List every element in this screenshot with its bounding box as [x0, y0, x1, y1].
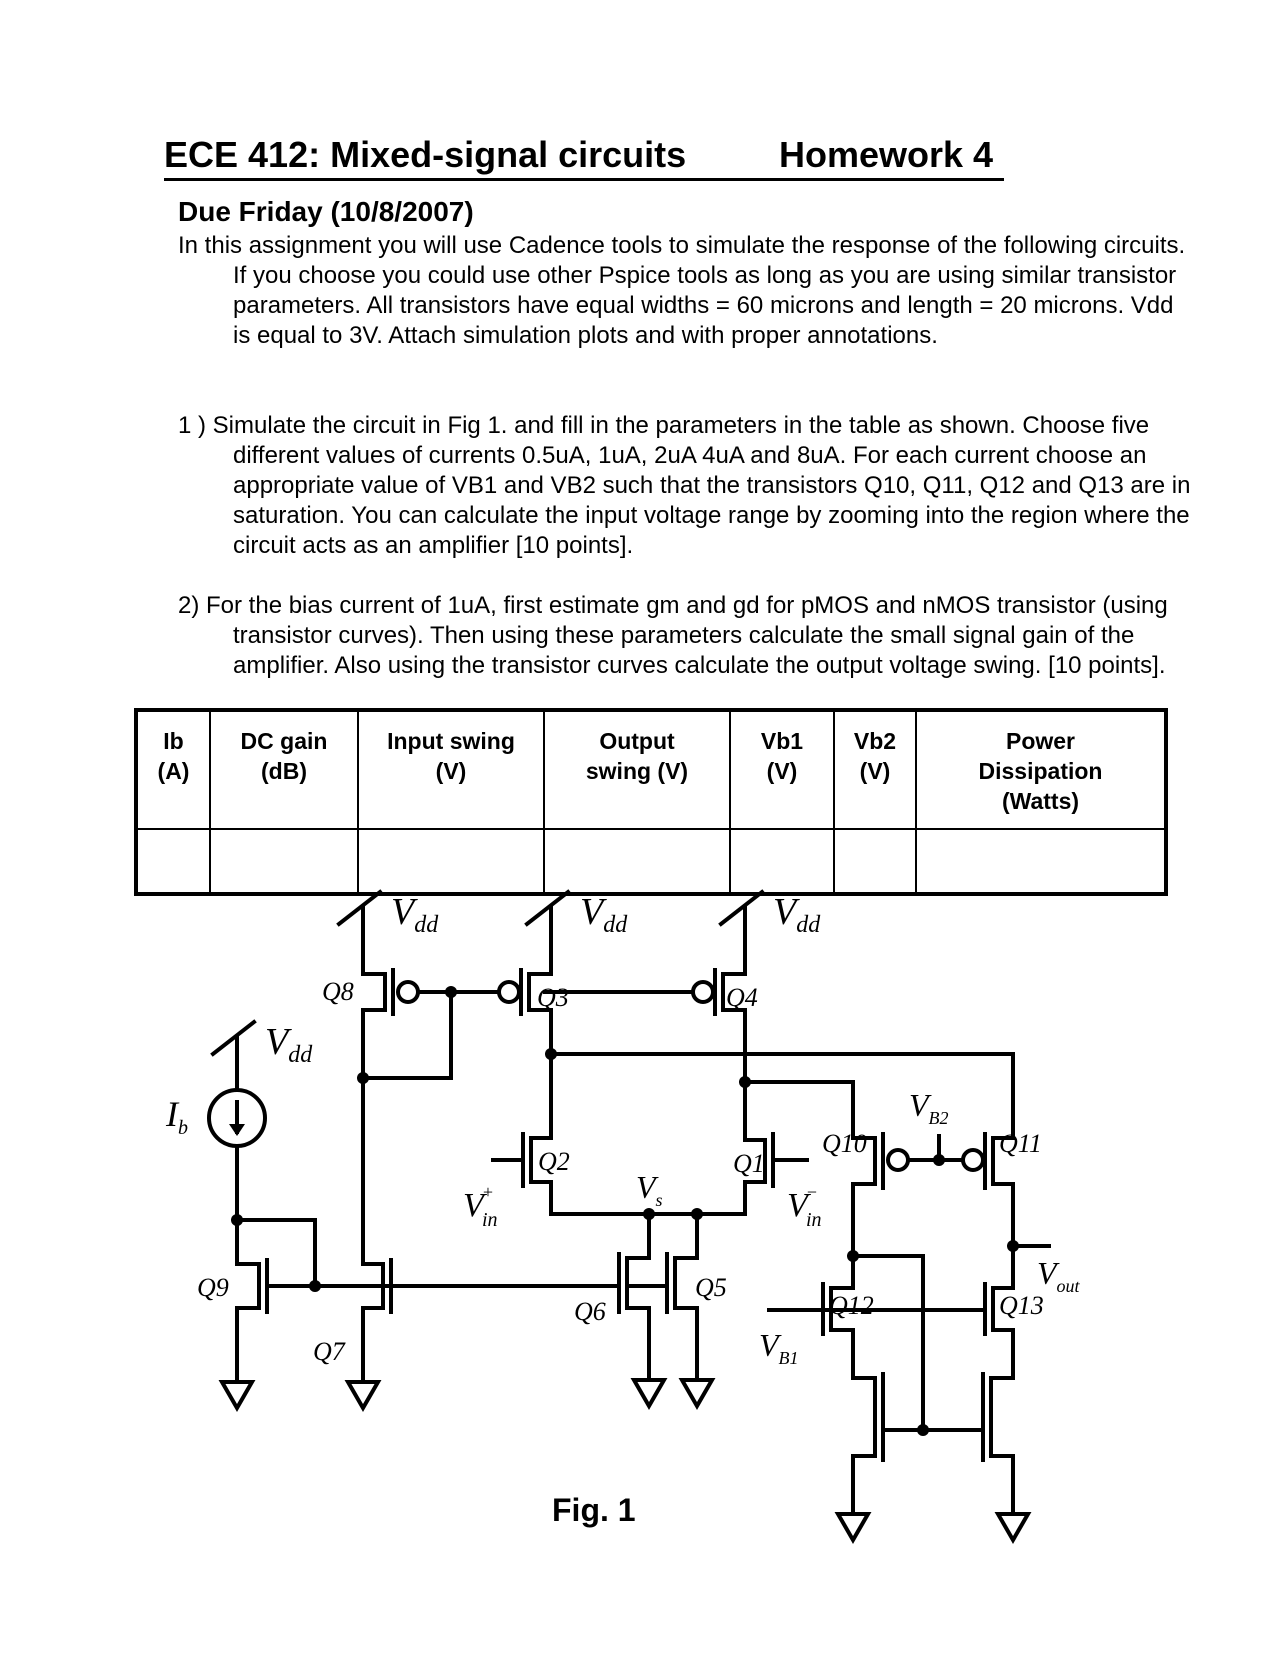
homework-title: Homework 4	[779, 134, 994, 175]
transistor-q8	[361, 968, 420, 1144]
table-cell[interactable]	[357, 828, 545, 895]
label-vdd: Vdd	[265, 1021, 313, 1068]
label-q1: Q1	[733, 1149, 765, 1178]
label-q6: Q6	[574, 1297, 606, 1326]
question-1: 1 ) Simulate the circuit in Fig 1. and f…	[178, 412, 1191, 559]
vdd-rail-2	[524, 889, 571, 976]
label-q12: Q12	[829, 1291, 874, 1320]
table-row	[135, 828, 1167, 895]
label-vb1: VB1	[759, 1327, 799, 1368]
transistor-q6	[617, 1252, 651, 1342]
table-cell[interactable]	[209, 828, 359, 895]
title-row: ECE 412: Mixed-signal circuits Homework …	[164, 132, 1004, 181]
transistor-q1	[743, 1132, 809, 1216]
label-q9: Q9	[197, 1273, 229, 1302]
header-input-swing: Input swing(V)	[357, 709, 545, 830]
transistor-q4	[691, 968, 747, 1142]
label-q4: Q4	[726, 983, 758, 1012]
label-q2: Q2	[538, 1147, 570, 1176]
vdd-rail-1	[336, 889, 383, 976]
label-vdd: Vdd	[391, 891, 439, 938]
label-ib: Ib	[165, 1094, 188, 1139]
vdd-rail-ib	[210, 1019, 257, 1082]
ground-symbol	[218, 1338, 256, 1413]
label-vdd: Vdd	[773, 891, 821, 938]
ground-symbol	[344, 1338, 382, 1413]
vdd-rail-3	[718, 889, 765, 976]
label-q3: Q3	[537, 983, 569, 1012]
label-q8: Q8	[322, 977, 354, 1006]
transistor-q11	[961, 1132, 1015, 1290]
transistor-q7	[361, 1140, 393, 1342]
current-source-ib	[207, 1078, 267, 1222]
label-vout: Vout	[1037, 1255, 1081, 1296]
transistor-q3	[497, 968, 553, 1112]
label-q10: Q10	[822, 1129, 867, 1158]
label-q5: Q5	[695, 1273, 727, 1302]
label-vin-minus: V−in	[787, 1182, 822, 1231]
transistor-q2	[491, 1108, 553, 1216]
table-cell[interactable]	[833, 828, 917, 895]
transistor-mirror-right	[981, 1372, 1015, 1492]
ground-symbol	[834, 1488, 872, 1545]
transistor-q5	[665, 1252, 699, 1342]
transistor-mirror-left	[851, 1372, 885, 1492]
header-dc-gain: DC gain(dB)	[209, 709, 359, 830]
label-vs: Vs	[636, 1169, 663, 1210]
header-vb1: Vb1(V)	[729, 709, 835, 830]
due-date: Due Friday (10/8/2007)	[178, 196, 474, 227]
header-vb2: Vb2(V)	[833, 709, 917, 830]
label-q13: Q13	[999, 1291, 1044, 1320]
table-cell[interactable]	[135, 828, 211, 895]
label-q11: Q11	[999, 1129, 1042, 1158]
label-q7: Q7	[313, 1337, 346, 1366]
figure-caption: Fig. 1	[552, 1492, 636, 1528]
transistor-q13	[983, 1282, 1015, 1380]
ground-symbol	[994, 1488, 1032, 1545]
circuit-schematic: Vdd Vdd Vdd Vdd Ib Q8 Q3 Q4 Q2 Q1 Q10 Q1…	[165, 889, 1081, 1545]
table-cell[interactable]	[543, 828, 731, 895]
transistor-q9	[235, 1218, 269, 1342]
ground-symbol	[678, 1338, 716, 1411]
ground-symbol	[630, 1338, 668, 1411]
course-title: ECE 412: Mixed-signal circuits	[164, 134, 687, 175]
table-cell[interactable]	[729, 828, 835, 895]
label-vin-plus: V+in	[463, 1182, 498, 1231]
header-ib: Ib(A)	[135, 709, 211, 830]
label-vdd: Vdd	[580, 891, 628, 938]
question-2: 2) For the bias current of 1uA, first es…	[178, 592, 1168, 679]
table-cell[interactable]	[915, 828, 1167, 895]
label-vb2: VB2	[909, 1087, 949, 1128]
intro-paragraph: In this assignment you will use Cadence …	[178, 232, 1186, 349]
